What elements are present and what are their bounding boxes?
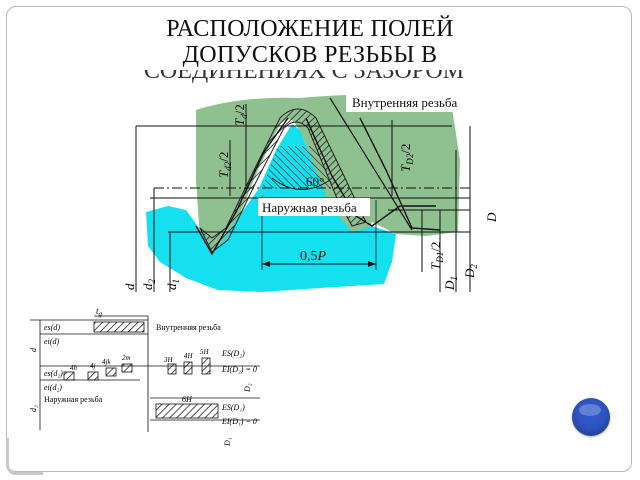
lbl-4jk: 4jk — [102, 358, 111, 366]
lbl-axis-D2: D₂ — [243, 383, 252, 393]
svg-text:Td/2: Td/2 — [232, 104, 249, 126]
angle-arc — [271, 177, 331, 190]
lbl-EI-D2: EI(D₂) = 0 — [221, 365, 257, 374]
lbl-ei-d: ei(d) — [44, 337, 59, 346]
angle-label: 60° — [306, 174, 324, 189]
svg-text:D2: D2 — [462, 264, 479, 279]
title-line-3-clipped: СОЕДИНЕНИЯХ С ЗАЗОРОМ — [118, 70, 490, 84]
lbl-2m: 2m — [122, 354, 131, 362]
lbl-4j: 4j — [90, 362, 96, 370]
field-4jk — [105, 367, 117, 377]
svg-text:d: d — [122, 283, 137, 290]
svg-text:d2: d2 — [140, 279, 157, 291]
title-line-1: РАСПОЛОЖЕНИЕ ПОЛЕЙ — [166, 16, 454, 42]
slide-frame — [6, 6, 632, 472]
svg-text:TD1/2: TD1/2 — [428, 242, 445, 270]
lbl-3H: 3H — [163, 356, 174, 364]
profile-line-outer — [359, 117, 441, 231]
tolerance-band-inner — [262, 146, 334, 188]
svg-text:D₁: D₁ — [223, 437, 232, 447]
field-4j — [87, 371, 99, 381]
label-D: D — [484, 212, 499, 223]
svg-text:Td2/2: Td2/2 — [216, 152, 233, 178]
svg-text:D: D — [484, 212, 499, 223]
label-external-thread: Наружная резьба — [262, 200, 357, 215]
label-Td2-half: Td2/2 — [216, 152, 233, 178]
lbl-ES-D1: ES(D₁) — [221, 403, 245, 412]
outer-slope — [329, 97, 413, 231]
svg-text:d: d — [29, 347, 38, 352]
label-D1: D1 — [442, 276, 459, 291]
title-line-2: ДОПУСКОВ РЕЗЬБЫ В — [182, 42, 438, 68]
lbl-ES-D2: ES(D₂) — [221, 349, 245, 358]
svg-text:d₂: d₂ — [29, 405, 38, 412]
label-d: d — [122, 283, 137, 290]
field-5H — [201, 357, 211, 375]
field-6H — [155, 403, 219, 419]
field-td-d — [93, 321, 145, 333]
svg-text:D1: D1 — [442, 276, 459, 291]
internal-label-bg — [346, 92, 476, 112]
lbl-ei-d2: ei(d₂) — [44, 383, 62, 392]
field-4h — [63, 371, 75, 381]
external-label-bg — [258, 198, 370, 216]
slide-corner-decoration — [6, 438, 43, 475]
lbl-external-small: Наружная резьба — [44, 395, 103, 404]
field-2m — [121, 363, 133, 373]
lbl-tg: tg — [96, 306, 103, 318]
label-internal-thread: Внутренняя резьба — [352, 95, 457, 110]
svg-text:TD2/2: TD2/2 — [398, 144, 415, 172]
slide-title: РАСПОЛОЖЕНИЕ ПОЛЕЙ ДОПУСКОВ РЕЗЬБЫ В — [100, 16, 520, 68]
field-4H — [183, 361, 193, 375]
label-d1: d1 — [164, 279, 181, 290]
profile-line-left — [195, 117, 289, 256]
lbl-6H: 6H — [182, 395, 193, 404]
lbl-es-d: es(d) — [44, 323, 60, 332]
label-TD2-half: TD2/2 — [398, 144, 415, 172]
title-line-3: СОЕДИНЕНИЯХ С ЗАЗОРОМ — [143, 70, 465, 84]
lbl-4h: 4h — [70, 364, 78, 372]
lbl-axis-D1: D₁ — [223, 437, 232, 447]
lbl-axis-d2: d₂ — [29, 405, 38, 412]
svg-text:d1: d1 — [164, 279, 181, 290]
lbl-EI-D1: EI(D₁) = 0 — [221, 417, 257, 426]
field-3H — [167, 363, 177, 375]
label-Td-half: Td/2 — [232, 104, 249, 126]
lbl-5H: 5H — [200, 348, 210, 356]
svg-text:D₂: D₂ — [243, 383, 252, 393]
label-D2: D2 — [462, 264, 479, 279]
lbl-axis-d: d — [29, 347, 38, 352]
lbl-es-d2: es(d₂) — [44, 369, 63, 378]
label-d2: d2 — [140, 279, 157, 291]
label-TD1-half: TD1/2 — [428, 242, 445, 270]
pitch-label: 0,5P — [300, 249, 327, 264]
profile-line-right — [305, 117, 436, 227]
lbl-internal-small: Внутренняя резьба — [156, 323, 221, 332]
lbl-4H: 4H — [184, 352, 194, 360]
next-slide-button[interactable] — [572, 398, 610, 436]
